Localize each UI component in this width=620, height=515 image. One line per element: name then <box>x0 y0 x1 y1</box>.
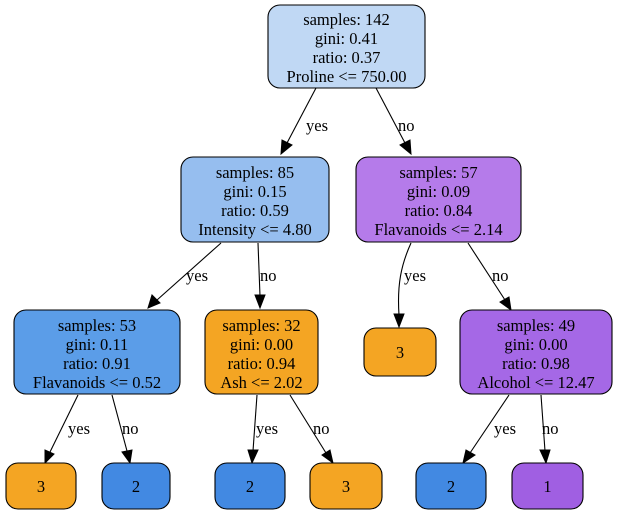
leaf-box <box>5 462 77 510</box>
node-flavanoids-214: samples: 57 gini: 0.09 ratio: 0.84 Flava… <box>355 156 522 243</box>
node-flavanoids-052: samples: 53 gini: 0.11 ratio: 0.91 Flava… <box>13 309 181 395</box>
edge-label-no: no <box>313 419 330 438</box>
edge-label-yes: yes <box>306 116 328 135</box>
node-ratio: ratio: 0.84 <box>405 201 473 220</box>
edge-label-no: no <box>492 266 509 285</box>
leaf-box <box>415 462 487 510</box>
edge-label-no: no <box>122 419 139 438</box>
node-alcohol: samples: 49 gini: 0.00 ratio: 0.98 Alcoh… <box>459 309 613 395</box>
node-ash: samples: 32 gini: 0.00 ratio: 0.94 Ash <… <box>204 309 319 395</box>
edge-intensity-to-flavanoids052: yes <box>147 242 222 309</box>
node-samples: samples: 85 <box>216 163 294 182</box>
leaf-class-2: 2 <box>415 462 487 510</box>
node-box <box>355 156 522 243</box>
node-ratio: ratio: 0.59 <box>221 201 289 220</box>
node-gini: gini: 0.09 <box>407 182 470 201</box>
node-intensity: samples: 85 gini: 0.15 ratio: 0.59 Inten… <box>180 156 330 243</box>
leaf-label: 3 <box>396 343 404 362</box>
node-box <box>459 309 613 395</box>
edge-alcohol-to-leaf2: yes <box>462 394 516 465</box>
edge-root-to-intensity: yes <box>280 87 328 156</box>
node-box <box>267 4 426 89</box>
leaf-class-1: 1 <box>511 462 584 510</box>
node-samples: samples: 32 <box>222 316 300 335</box>
node-ratio: ratio: 0.98 <box>502 354 570 373</box>
node-split: Alcohol <= 12.47 <box>477 373 594 392</box>
edge-alcohol-to-leaf1: no <box>539 394 559 465</box>
edge-ash-to-leaf3: no <box>289 394 334 465</box>
node-samples: samples: 49 <box>497 316 575 335</box>
leaf-box <box>511 462 584 510</box>
edge-label-yes: yes <box>494 419 516 438</box>
node-split: Proline <= 750.00 <box>287 67 407 86</box>
node-ratio: ratio: 0.37 <box>313 48 381 67</box>
leaf-label: 3 <box>342 477 350 496</box>
edge-ash-to-leaf2: yes <box>247 394 278 465</box>
node-split: Flavanoids <= 0.52 <box>33 373 161 392</box>
node-gini: gini: 0.11 <box>66 335 129 354</box>
edge-label-yes: yes <box>186 266 208 285</box>
leaf-label: 1 <box>543 477 551 496</box>
leaf-class-3: 3 <box>363 327 437 377</box>
edge-flavanoids052-to-leaf3: yes <box>44 394 90 465</box>
edge-label-no: no <box>260 266 277 285</box>
node-gini: gini: 0.41 <box>315 29 378 48</box>
node-gini: gini: 0.15 <box>223 182 286 201</box>
edge-flavanoids214-to-leaf3: yes <box>393 242 426 329</box>
node-samples: samples: 142 <box>303 10 390 29</box>
node-ratio: ratio: 0.91 <box>63 354 131 373</box>
leaf-label: 2 <box>246 477 254 496</box>
leaf-label: 3 <box>37 477 45 496</box>
node-box <box>204 309 319 395</box>
leaf-label: 2 <box>132 477 140 496</box>
node-gini: gini: 0.00 <box>230 335 293 354</box>
node-samples: samples: 53 <box>58 316 136 335</box>
edge-flavanoids214-to-alcohol: no <box>467 242 512 312</box>
leaf-label: 2 <box>447 477 455 496</box>
edge-label-no: no <box>542 419 559 438</box>
leaf-box <box>214 462 286 510</box>
edge-label-no: no <box>398 116 415 135</box>
edge-label-yes: yes <box>404 266 426 285</box>
node-samples: samples: 57 <box>399 163 477 182</box>
node-box <box>180 156 330 243</box>
leaf-class-2: 2 <box>101 462 171 510</box>
edge-root-to-flavanoids: no <box>375 87 415 156</box>
node-box <box>13 309 181 395</box>
leaf-class-3: 3 <box>5 462 77 510</box>
node-split: Intensity <= 4.80 <box>198 220 311 239</box>
node-ratio: ratio: 0.94 <box>228 354 296 373</box>
node-split: Flavanoids <= 2.14 <box>374 220 502 239</box>
edge-flavanoids052-to-leaf2: no <box>111 394 139 465</box>
edge-label-yes: yes <box>256 419 278 438</box>
leaf-class-2: 2 <box>214 462 286 510</box>
leaf-box <box>101 462 171 510</box>
edge-intensity-to-ash: no <box>254 242 277 310</box>
node-split: Ash <= 2.02 <box>220 373 302 392</box>
node-gini: gini: 0.00 <box>504 335 567 354</box>
leaf-box <box>309 462 383 510</box>
leaf-box <box>363 327 437 377</box>
node-root-proline: samples: 142 gini: 0.41 ratio: 0.37 Prol… <box>267 4 426 89</box>
leaf-class-3: 3 <box>309 462 383 510</box>
edge-label-yes: yes <box>68 419 90 438</box>
